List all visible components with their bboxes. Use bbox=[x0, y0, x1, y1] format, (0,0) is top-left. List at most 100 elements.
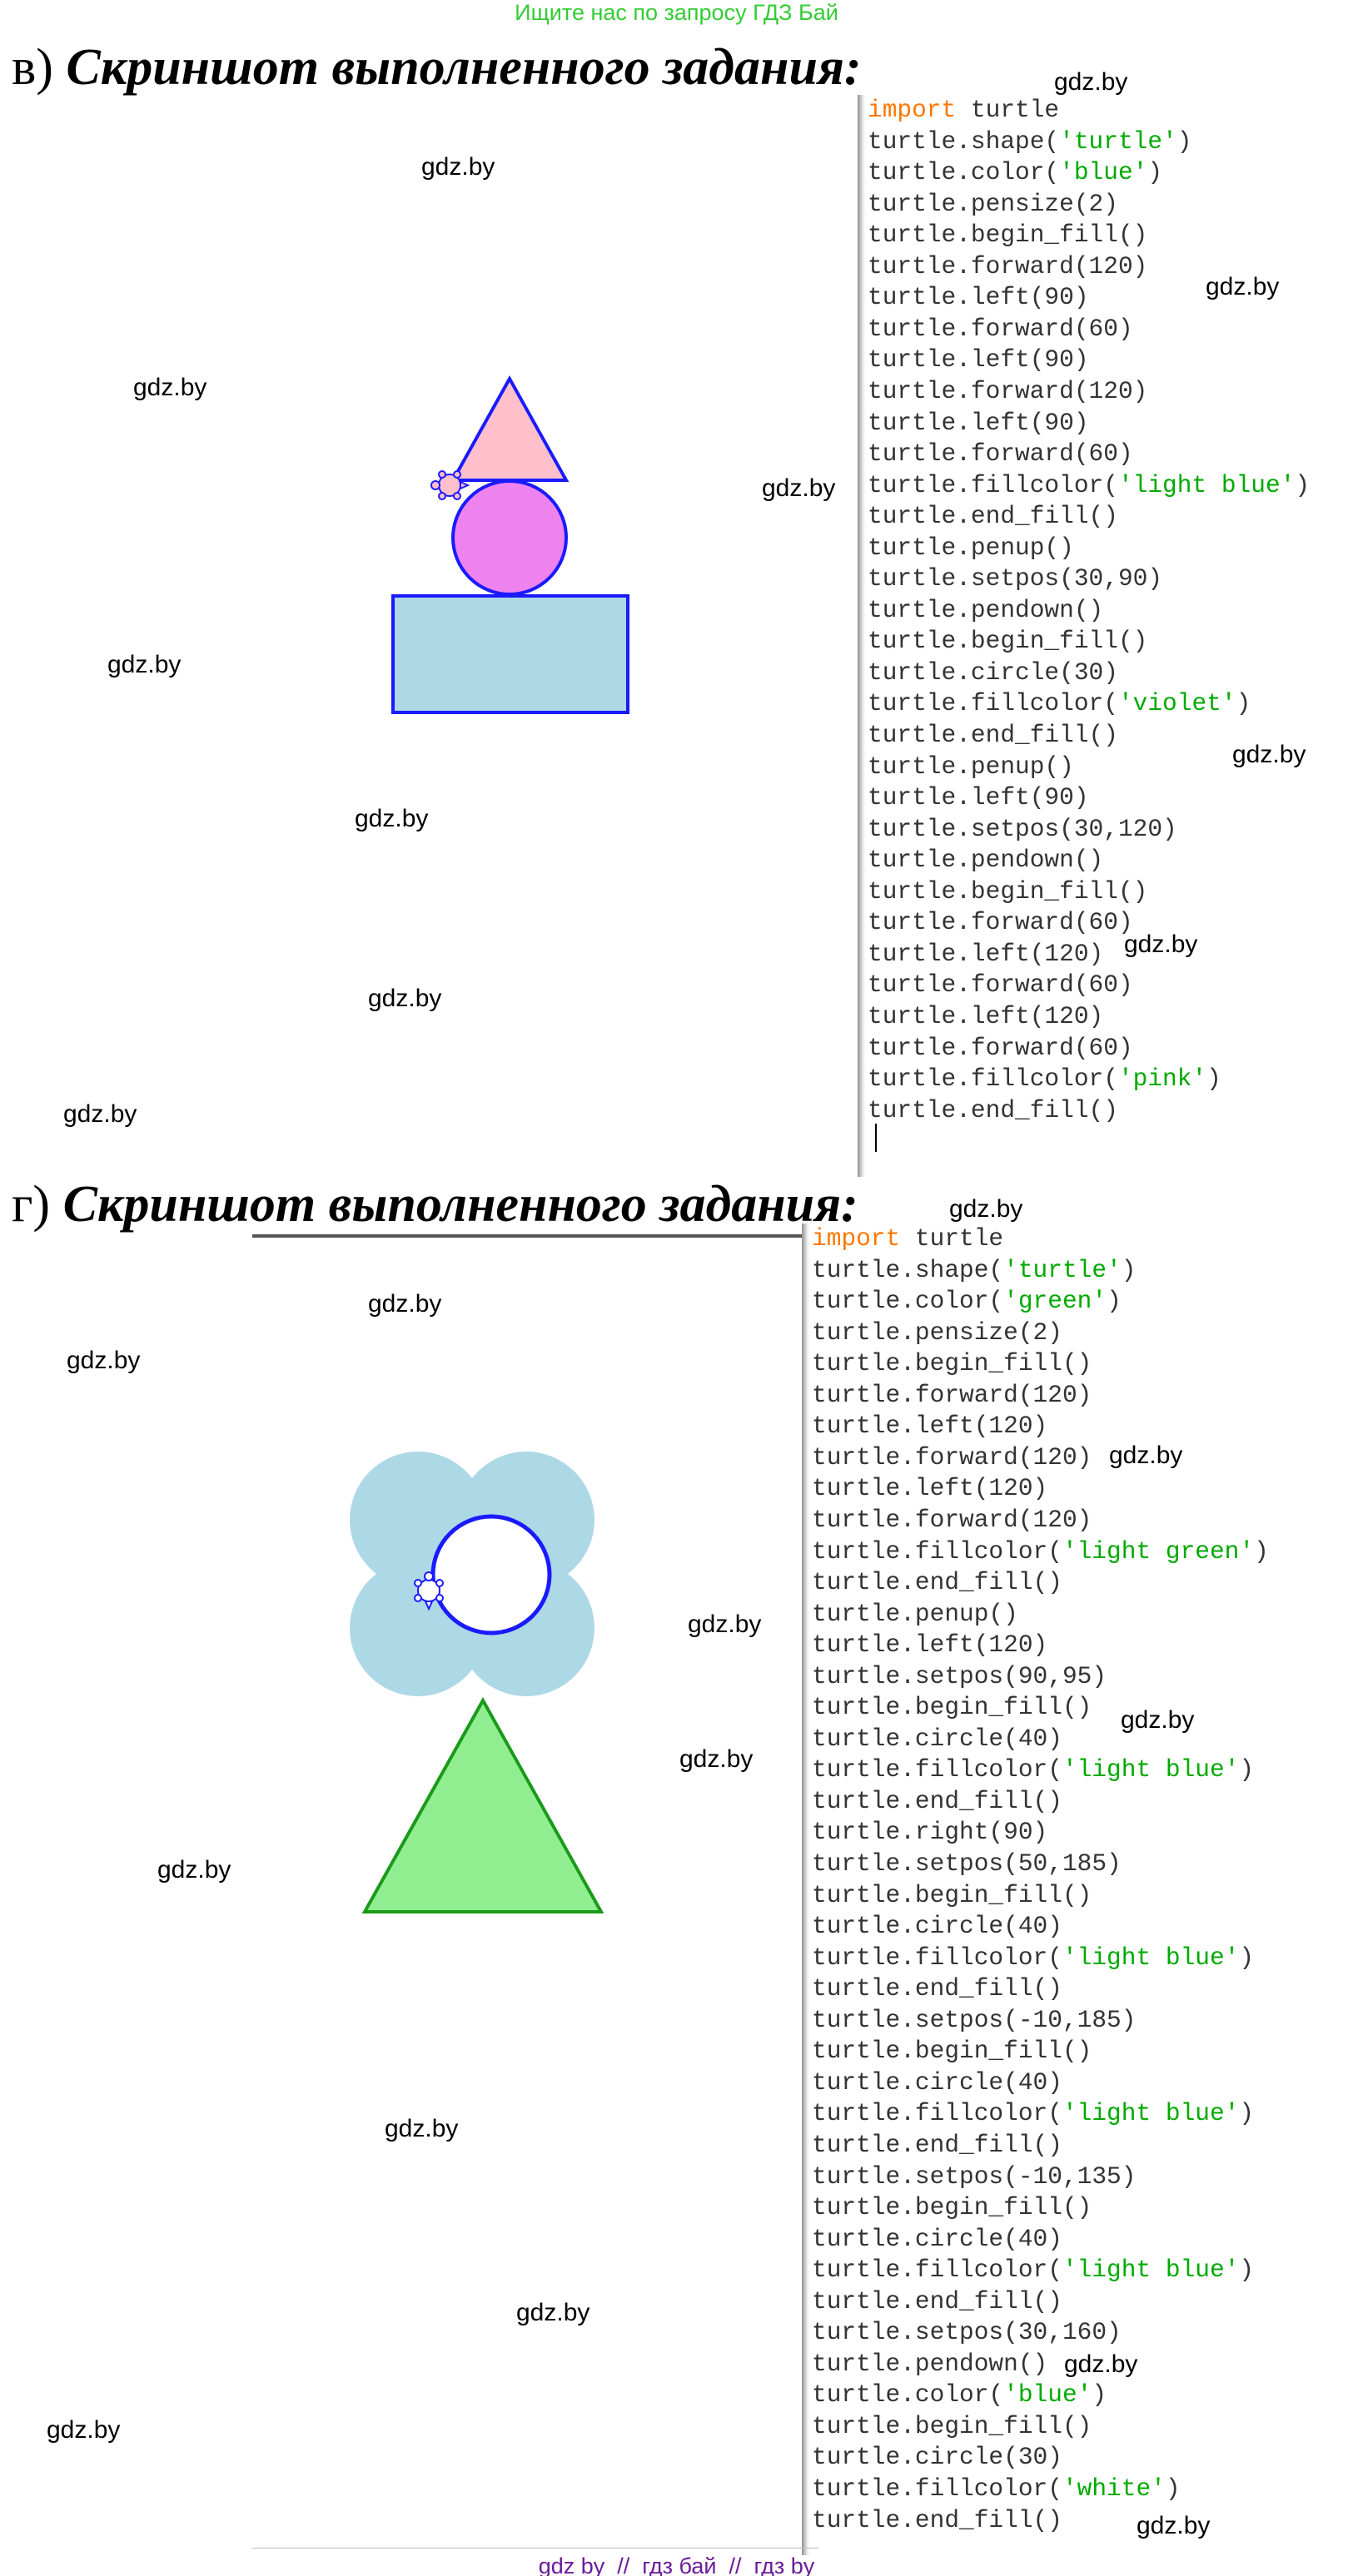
code-line[interactable]: turtle.begin_fill() bbox=[812, 2411, 1092, 2442]
code-line[interactable]: turtle.color('blue') bbox=[868, 157, 1162, 188]
code-line[interactable]: turtle.left(90) bbox=[868, 345, 1089, 375]
code-line[interactable]: turtle.left(90) bbox=[868, 408, 1089, 439]
code-line[interactable]: turtle.forward(60) bbox=[868, 439, 1133, 469]
code-line[interactable]: turtle.begin_fill() bbox=[812, 1880, 1092, 1911]
code-line[interactable]: turtle.color('green') bbox=[812, 1286, 1122, 1317]
code-text: ) bbox=[1254, 1536, 1269, 1566]
section-g-title: г) Скриншот выполненного задания: bbox=[12, 1175, 858, 1233]
code-line[interactable]: turtle.right(90) bbox=[812, 1817, 1047, 1848]
code-line[interactable]: turtle.forward(60) bbox=[868, 314, 1133, 345]
code-line[interactable]: turtle.setpos(90,95) bbox=[812, 1661, 1107, 1692]
code-line[interactable]: turtle.end_fill() bbox=[812, 1786, 1062, 1817]
code-line[interactable]: turtle.setpos(-10,185) bbox=[812, 2005, 1136, 2036]
code-line[interactable]: turtle.begin_fill() bbox=[868, 626, 1147, 657]
code-line[interactable]: turtle.circle(40) bbox=[812, 2067, 1062, 2098]
turtle-cursor-icon bbox=[414, 1571, 444, 1611]
code-line[interactable]: turtle.left(120) bbox=[812, 1630, 1047, 1660]
code-line[interactable]: turtle.end_fill() bbox=[812, 2286, 1062, 2317]
code-line[interactable]: turtle.forward(60) bbox=[868, 907, 1133, 938]
code-line[interactable]: turtle.fillcolor('light blue') bbox=[812, 1943, 1254, 1973]
code-line[interactable]: turtle.setpos(50,185) bbox=[812, 1849, 1122, 1879]
watermark: gdz.by bbox=[1121, 1706, 1195, 1734]
code-line[interactable]: turtle.pensize(2) bbox=[812, 1318, 1062, 1348]
code-line[interactable]: turtle.circle(40) bbox=[812, 2224, 1062, 2255]
code-text: turtle.fillcolor( bbox=[812, 2474, 1062, 2503]
code-line[interactable]: turtle.forward(120) bbox=[868, 251, 1147, 282]
violet-circle bbox=[451, 479, 568, 596]
footer-links[interactable]: gdz by // гдз бай // гдз by bbox=[538, 2554, 815, 2576]
code-line[interactable]: turtle.fillcolor('light blue') bbox=[812, 1755, 1254, 1785]
code-line[interactable]: turtle.pendown() bbox=[868, 845, 1103, 876]
code-text: turtle.pendown() bbox=[868, 846, 1104, 875]
code-line[interactable]: turtle.forward(60) bbox=[868, 1033, 1133, 1064]
code-string: 'light blue' bbox=[1062, 2099, 1240, 2128]
code-line[interactable]: turtle.forward(120) bbox=[812, 1380, 1092, 1411]
watermark: gdz.by bbox=[63, 1100, 137, 1128]
code-line[interactable]: turtle.end_fill() bbox=[868, 501, 1118, 532]
code-line[interactable]: turtle.begin_fill() bbox=[812, 1348, 1092, 1379]
code-line[interactable]: turtle.setpos(-10,135) bbox=[812, 2162, 1136, 2192]
code-line[interactable]: turtle.penup() bbox=[868, 752, 1074, 782]
code-line[interactable]: turtle.shape('turtle') bbox=[868, 127, 1191, 157]
code-line[interactable]: turtle.penup() bbox=[868, 533, 1074, 563]
code-string: 'blue' bbox=[1059, 158, 1148, 187]
code-line[interactable]: turtle.left(120) bbox=[812, 1411, 1047, 1442]
code-line[interactable]: turtle.fillcolor('light blue') bbox=[812, 2255, 1254, 2286]
code-line[interactable]: turtle.begin_fill() bbox=[812, 2192, 1092, 2223]
code-line[interactable]: turtle.end_fill() bbox=[812, 2505, 1062, 2536]
code-line[interactable]: turtle.begin_fill() bbox=[868, 876, 1147, 907]
code-string: 'green' bbox=[1003, 1287, 1107, 1316]
code-text: turtle.color( bbox=[812, 1287, 1004, 1316]
code-line[interactable]: turtle.circle(30) bbox=[812, 2442, 1062, 2473]
code-line[interactable]: turtle.forward(60) bbox=[868, 970, 1133, 1000]
code-line[interactable]: turtle.pendown() bbox=[868, 595, 1103, 626]
code-line[interactable]: turtle.shape('turtle') bbox=[812, 1255, 1136, 1286]
code-line[interactable]: turtle.end_fill() bbox=[812, 2130, 1062, 2161]
code-line[interactable]: turtle.end_fill() bbox=[868, 720, 1118, 751]
code-line[interactable]: turtle.left(120) bbox=[812, 1473, 1047, 1504]
code-line[interactable]: turtle.left(90) bbox=[868, 782, 1089, 813]
code-text: ) bbox=[1176, 127, 1192, 156]
watermark: gdz.by bbox=[1137, 2512, 1211, 2539]
code-line[interactable]: turtle.setpos(30,120) bbox=[868, 814, 1177, 845]
code-line[interactable]: turtle.fillcolor('light blue') bbox=[868, 470, 1310, 501]
code-line[interactable]: turtle.end_fill() bbox=[812, 1973, 1062, 2004]
code-text: turtle.fillcolor( bbox=[868, 689, 1118, 718]
code-line[interactable]: turtle.circle(30) bbox=[868, 658, 1118, 688]
code-string: 'white' bbox=[1062, 2474, 1166, 2503]
code-line[interactable]: turtle.end_fill() bbox=[812, 1567, 1062, 1598]
code-line[interactable]: turtle.left(90) bbox=[868, 282, 1089, 313]
code-line[interactable]: turtle.fillcolor('light blue') bbox=[812, 2098, 1254, 2129]
code-line[interactable]: import turtle bbox=[868, 95, 1059, 126]
code-line[interactable]: turtle.fillcolor('light green') bbox=[812, 1536, 1269, 1567]
code-line[interactable]: turtle.fillcolor('pink') bbox=[868, 1064, 1221, 1094]
code-line[interactable]: turtle.forward(120) bbox=[812, 1505, 1092, 1536]
code-line[interactable]: turtle.pendown() bbox=[812, 2349, 1047, 2380]
code-line[interactable]: turtle.forward(120) bbox=[812, 1442, 1092, 1473]
code-line[interactable]: turtle.setpos(30,90) bbox=[868, 563, 1162, 594]
code-line[interactable]: turtle.begin_fill() bbox=[812, 1692, 1092, 1723]
code-line[interactable]: turtle.begin_fill() bbox=[868, 220, 1147, 251]
code-text: turtle.left(90) bbox=[868, 783, 1089, 812]
code-line[interactable]: import turtle bbox=[812, 1223, 1003, 1254]
code-line[interactable]: turtle.end_fill() bbox=[868, 1095, 1118, 1126]
code-line[interactable]: turtle.circle(40) bbox=[812, 1724, 1062, 1755]
code-line[interactable]: turtle.setpos(30,160) bbox=[812, 2317, 1122, 2348]
code-line[interactable]: turtle.fillcolor('violet') bbox=[868, 688, 1251, 719]
code-line[interactable]: turtle.left(120) bbox=[868, 1001, 1103, 1032]
code-line[interactable]: turtle.forward(120) bbox=[868, 376, 1147, 407]
top-banner[interactable]: Ищите нас по запросу ГДЗ Бай bbox=[515, 0, 838, 25]
code-text: turtle.penup() bbox=[812, 1599, 1018, 1628]
code-line[interactable]: turtle.pensize(2) bbox=[868, 189, 1118, 220]
code-line[interactable]: turtle.begin_fill() bbox=[812, 2036, 1092, 2067]
code-text: turtle.setpos(30,120) bbox=[868, 814, 1177, 843]
code-line[interactable]: turtle.left(120) bbox=[868, 939, 1103, 970]
code-text: turtle.setpos(30,90) bbox=[868, 564, 1163, 593]
code-line[interactable]: turtle.penup() bbox=[812, 1599, 1018, 1630]
code-line[interactable]: turtle.fillcolor('white') bbox=[812, 2474, 1181, 2504]
code-line[interactable]: turtle.color('blue') bbox=[812, 2380, 1107, 2410]
code-line[interactable]: turtle.circle(40) bbox=[812, 1911, 1062, 1942]
